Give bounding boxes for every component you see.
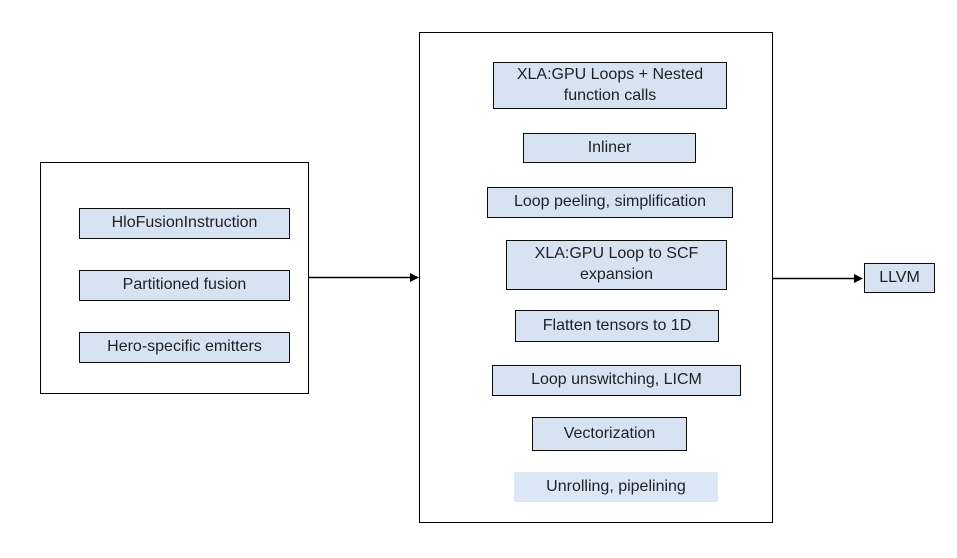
node-hero-specific-emitters: Hero-specific emitters bbox=[79, 332, 290, 363]
node-flatten-tensors-to-1d: Flatten tensors to 1D bbox=[515, 310, 719, 342]
arrow-middle-to-llvm bbox=[773, 274, 863, 283]
node-llvm: LLVM bbox=[864, 263, 935, 293]
node-xla-gpu-loop-to-scf-expansion: XLA:GPU Loop to SCF expansion bbox=[506, 240, 727, 290]
node-xla-gpu-loops-nested-calls: XLA:GPU Loops + Nested function calls bbox=[493, 62, 727, 109]
node-hlo-fusion-instruction: HloFusionInstruction bbox=[79, 208, 290, 239]
node-unrolling-pipelining: Unrolling, pipelining bbox=[514, 472, 718, 502]
arrow-left-to-middle bbox=[309, 273, 419, 282]
node-loop-unswitching-licm: Loop unswitching, LICM bbox=[492, 365, 741, 396]
node-inliner: Inliner bbox=[523, 133, 696, 163]
node-vectorization: Vectorization bbox=[532, 417, 687, 451]
node-partitioned-fusion: Partitioned fusion bbox=[79, 270, 290, 301]
node-loop-peeling-simplification: Loop peeling, simplification bbox=[487, 187, 733, 218]
